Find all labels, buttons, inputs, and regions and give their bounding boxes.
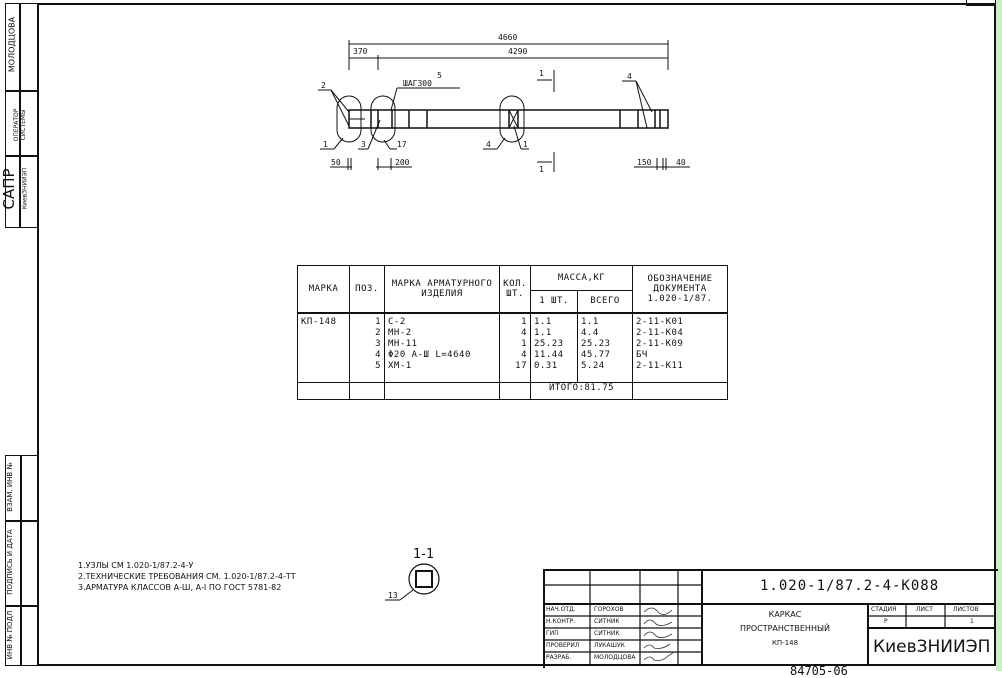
- label-pos-3: 3: [361, 140, 366, 149]
- signer-role: РАЗРАБ.: [546, 654, 572, 661]
- signer-name: МОЛОДЦОВА: [594, 654, 636, 661]
- stage-header: СТАДИЯ: [871, 606, 897, 613]
- signer-name: СИТНИК: [594, 630, 620, 637]
- sheet-header: ЛИСТ: [916, 606, 933, 613]
- dim-40: 40: [676, 158, 686, 167]
- header-doc: ОБОЗНАЧЕНИЕ ДОКУМЕНТА 1.020-1/87.: [632, 265, 728, 313]
- pos: 2: [375, 327, 381, 338]
- qty: 4: [521, 327, 527, 338]
- label-pos-4b: 4: [627, 72, 632, 81]
- dim-right: 4290: [508, 47, 527, 56]
- mass-total: 4.4: [581, 327, 599, 338]
- cell-marka: КП-148: [297, 311, 350, 383]
- dim-200: 200: [395, 158, 410, 167]
- signer-name: ГОРОХОВ: [594, 606, 624, 613]
- drawing-frame: [37, 3, 996, 666]
- signer-name: ЛУКАШУК: [594, 642, 625, 649]
- mass-one: 1.1: [534, 327, 552, 338]
- doc: БЧ: [636, 349, 648, 360]
- qty: 4: [521, 349, 527, 360]
- header-mass: МАССА,КГ: [530, 265, 633, 291]
- mass-one: 1.1: [534, 316, 552, 327]
- label-pos-1: 1: [323, 140, 328, 149]
- mass-total-sum: ИТОГО:81.75: [530, 382, 633, 400]
- specification-table: МАРКА ПОЗ. МАРКА АРМАТУРНОГО ИЗДЕЛИЯ КОЛ…: [297, 265, 728, 400]
- pos: 1: [375, 316, 381, 327]
- title-line: ПРОСТРАНСТВЕННЫЙ: [739, 624, 830, 633]
- dim-50: 50: [331, 158, 341, 167]
- edge-strip: [996, 0, 1002, 671]
- mass-total: 25.23: [581, 338, 611, 349]
- qty: 17: [515, 360, 527, 371]
- signer-role: НАЧ.ОТД.: [546, 606, 576, 613]
- signer-role: Н.КОНТР.: [546, 618, 576, 625]
- left-stamp-top: [5, 3, 38, 228]
- item: Φ20 А-Ш L=4640: [388, 349, 471, 360]
- dim-left: 370: [353, 47, 368, 56]
- label-pos-17: 17: [397, 140, 407, 149]
- pos: 5: [375, 360, 381, 371]
- doc: 2-11-К11: [636, 360, 684, 371]
- dim-total: 4660: [498, 33, 517, 42]
- pos: 3: [375, 338, 381, 349]
- label-pos-4: 4: [486, 140, 491, 149]
- header-item-mark: МАРКА АРМАТУРНОГО ИЗДЕЛИЯ: [384, 265, 500, 313]
- bottom-number: 84705-06: [790, 664, 848, 678]
- doc: 2-11-К09: [636, 338, 684, 349]
- item: ХМ-1: [388, 360, 412, 371]
- title-line: КП-148: [771, 639, 799, 647]
- mass-one: 11.44: [534, 349, 564, 360]
- sheets-value: 1: [970, 618, 974, 625]
- signer-name: СИТНИК: [594, 618, 620, 625]
- sheets-header: ЛИСТОВ: [953, 606, 979, 613]
- label-pos-2: 2: [321, 81, 326, 90]
- mass-one: 0.31: [534, 360, 558, 371]
- label-step-pos: 5: [437, 71, 442, 80]
- header-pos: ПОЗ.: [349, 265, 385, 313]
- document-title: КАРКАС ПРОСТРАНСТВЕННЫЙ КП-148: [702, 608, 868, 650]
- dim-150: 150: [637, 158, 652, 167]
- item: МН-2: [388, 327, 412, 338]
- signer-role: ГИП: [546, 630, 559, 637]
- organization-name: КиевЗНИИЭП: [873, 637, 991, 657]
- qty: 1: [521, 338, 527, 349]
- note-3: 3.АРМАТУРА КЛАССОВ А-Ш, А-I ПО ГОСТ 5781…: [78, 583, 282, 592]
- header-qty: КОЛ. ШТ.: [499, 265, 531, 313]
- mass-total: 5.24: [581, 360, 605, 371]
- section-label: 13: [388, 591, 398, 600]
- item: С-2: [388, 316, 406, 327]
- section-mark-top: 1: [539, 69, 544, 78]
- header-marka: МАРКА: [297, 265, 350, 313]
- note-1: 1.УЗЛЫ СМ 1.020-1/87.2-4-У: [78, 561, 194, 570]
- qty: 1: [521, 316, 527, 327]
- label-pos-1b: 1: [523, 140, 528, 149]
- section-mark-bottom: 1: [539, 165, 544, 174]
- corner-box: [966, 0, 996, 6]
- signer-role: ПРОВЕРИЛ: [546, 642, 580, 649]
- doc: 2-11-К04: [636, 327, 684, 338]
- section-title: 1-1: [413, 547, 434, 562]
- title-block: [543, 569, 998, 668]
- title-line: КАРКАС: [768, 610, 802, 619]
- header-mass-total: ВСЕГО: [577, 290, 633, 313]
- doc: 2-11-К01: [636, 316, 684, 327]
- left-stamp-bottom: [5, 455, 38, 666]
- document-designation: 1.020-1/87.2-4-К088: [760, 578, 940, 594]
- stage-value: Р: [884, 618, 888, 625]
- mass-one: 25.23: [534, 338, 564, 349]
- header-mass-one: 1 ШТ.: [530, 290, 578, 313]
- mass-total: 45.77: [581, 349, 611, 360]
- note-2: 2.ТЕХНИЧЕСКИЕ ТРЕБОВАНИЯ СМ. 1.020-1/87.…: [78, 572, 296, 581]
- item: МН-11: [388, 338, 418, 349]
- mass-total: 1.1: [581, 316, 599, 327]
- label-step: ШАГ300: [403, 79, 432, 88]
- pos: 4: [375, 349, 381, 360]
